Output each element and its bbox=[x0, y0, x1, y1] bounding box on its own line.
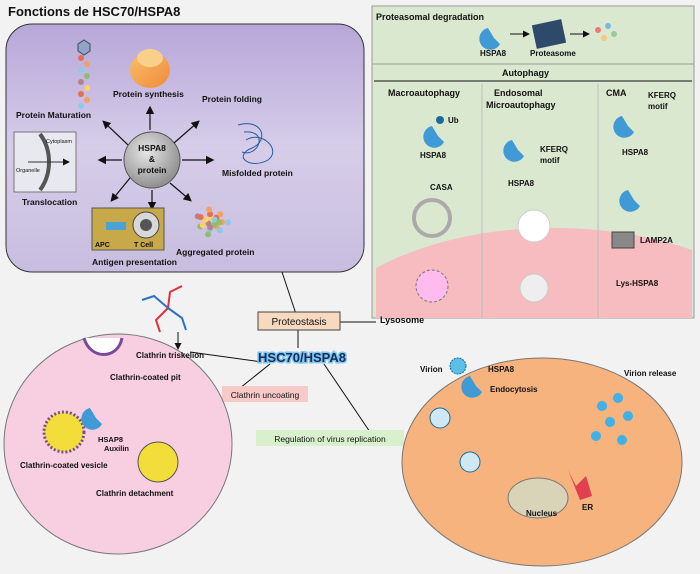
clathrin-uncoating-box bbox=[222, 386, 308, 402]
macroautophagy-label: Macroautophagy bbox=[388, 88, 460, 98]
hspa8-icon bbox=[613, 116, 634, 138]
endosomal-label: Endosomal bbox=[494, 88, 543, 98]
svg-text:motif: motif bbox=[648, 102, 668, 111]
aggregated-protein-icon bbox=[194, 206, 231, 238]
nucleus-icon bbox=[507, 477, 569, 519]
casa-label: CASA bbox=[430, 183, 453, 192]
hspa8-icon bbox=[503, 140, 524, 162]
autophagy-label: Autophagy bbox=[502, 68, 549, 78]
er-label: ER bbox=[582, 503, 593, 512]
hspa8-icon bbox=[423, 126, 444, 148]
misfolded-protein-icon bbox=[237, 123, 274, 164]
svg-text:HSPA8: HSPA8 bbox=[508, 179, 535, 188]
hspa8-label: HSPA8 bbox=[480, 49, 507, 58]
auxilin-label: Auxilin bbox=[104, 444, 129, 453]
released-virions bbox=[591, 393, 633, 445]
er-icon bbox=[568, 470, 592, 500]
cma-label: CMA bbox=[606, 88, 627, 98]
svg-text:APC: APC bbox=[95, 242, 110, 249]
lysosome-region bbox=[376, 227, 692, 318]
svg-text:&: & bbox=[149, 154, 155, 164]
lamp2a-icon bbox=[611, 231, 635, 249]
virus-hspa8-label: HSPA8 bbox=[488, 365, 515, 374]
lysosome-label: Lysosome bbox=[380, 315, 424, 325]
hsc70-hspa8-label: HSC70/HSPA8 bbox=[258, 350, 346, 365]
hspa8-icon bbox=[479, 28, 500, 50]
hsap8-label: HSAP8 bbox=[98, 435, 123, 444]
coated-vesicle-label: Clathrin-coated vesicle bbox=[20, 461, 108, 470]
infected-cell bbox=[401, 357, 683, 567]
virus-regulation-box bbox=[256, 430, 404, 446]
aggregated-protein-label: Aggregated protein bbox=[176, 247, 254, 257]
hspa8-protein-hub: HSPA8 & protein bbox=[123, 131, 181, 189]
late-endosome-icon bbox=[519, 273, 549, 303]
hspa8-icon bbox=[619, 190, 640, 212]
clathrin-triskelion-label: Clathrin triskelion bbox=[136, 351, 204, 360]
svg-text:HSPA8: HSPA8 bbox=[420, 151, 447, 160]
coated-pit-label: Clathrin-coated pit bbox=[110, 373, 181, 382]
clathrin-cell bbox=[3, 333, 233, 555]
protein-maturation-label: Protein Maturation bbox=[16, 110, 91, 120]
clathrin-triskelion-icon bbox=[141, 285, 187, 333]
svg-text:KFERQ: KFERQ bbox=[648, 91, 676, 100]
microautophagy-label: Microautophagy bbox=[486, 100, 556, 110]
coated-vesicle-icon bbox=[42, 410, 86, 454]
clathrin-detachment-label: Clathrin detachment bbox=[96, 489, 174, 498]
hspa8-icon bbox=[81, 408, 102, 430]
svg-text:T Cell: T Cell bbox=[134, 242, 153, 249]
clathrin-uncoating-label: Clathrin uncoating bbox=[231, 390, 300, 400]
protein-folding-label: Protein folding bbox=[202, 94, 262, 104]
endosome-icon bbox=[517, 209, 551, 243]
motif-label: motif bbox=[540, 156, 560, 165]
autolysosome-icon bbox=[415, 269, 449, 303]
ribosome-icon bbox=[130, 49, 170, 88]
proteasome-icon bbox=[531, 19, 567, 49]
coated-pit-icon bbox=[82, 337, 124, 356]
antigen-presentation-icon: APC T Cell bbox=[91, 207, 165, 251]
virus-regulation-label: Regulation of virus replication bbox=[274, 434, 386, 444]
kferq-label: KFERQ bbox=[540, 145, 568, 154]
protein-maturation-icon bbox=[77, 39, 91, 109]
connector-lines bbox=[189, 271, 376, 433]
ub-label: Ub bbox=[448, 116, 459, 125]
endocytosis-label: Endocytosis bbox=[490, 385, 538, 394]
svg-text:HSPA8: HSPA8 bbox=[622, 148, 649, 157]
svg-text:HSPA8: HSPA8 bbox=[138, 143, 166, 153]
svg-text:Organelle: Organelle bbox=[16, 168, 40, 174]
proteostasis-box bbox=[257, 311, 341, 331]
proteasomal-degradation-label: Proteasomal degradation bbox=[376, 12, 484, 22]
lys-hspa8-label: Lys-HSPA8 bbox=[616, 279, 659, 288]
virion-release-label: Virion release bbox=[624, 369, 677, 378]
hspa8-icon bbox=[461, 376, 482, 398]
hub-arrows bbox=[97, 105, 215, 211]
phagophore-icon bbox=[412, 198, 452, 238]
misfolded-protein-label: Misfolded protein bbox=[222, 168, 293, 178]
lamp2a-label: LAMP2A bbox=[640, 236, 673, 245]
translocation-label: Translocation bbox=[22, 197, 77, 207]
proteostasis-label: Proteostasis bbox=[271, 317, 326, 328]
virion-icon bbox=[449, 357, 467, 375]
uncoated-vesicle-icon bbox=[137, 441, 179, 483]
peptides-icon bbox=[595, 23, 617, 41]
svg-text:protein: protein bbox=[138, 165, 167, 175]
nucleus-label: Nucleus bbox=[526, 509, 558, 518]
figure-title: Fonctions de HSC70/HSPA8 bbox=[8, 4, 180, 19]
antigen-presentation-label: Antigen presentation bbox=[92, 257, 177, 267]
protein-synthesis-label: Protein synthesis bbox=[113, 89, 184, 99]
proteasome-label: Proteasome bbox=[530, 49, 576, 58]
translocation-icon: Cytoplasm Organelle bbox=[13, 131, 77, 193]
svg-text:Cytoplasm: Cytoplasm bbox=[46, 139, 72, 145]
virion-label: Virion bbox=[420, 365, 443, 374]
protein-chain bbox=[78, 55, 90, 109]
